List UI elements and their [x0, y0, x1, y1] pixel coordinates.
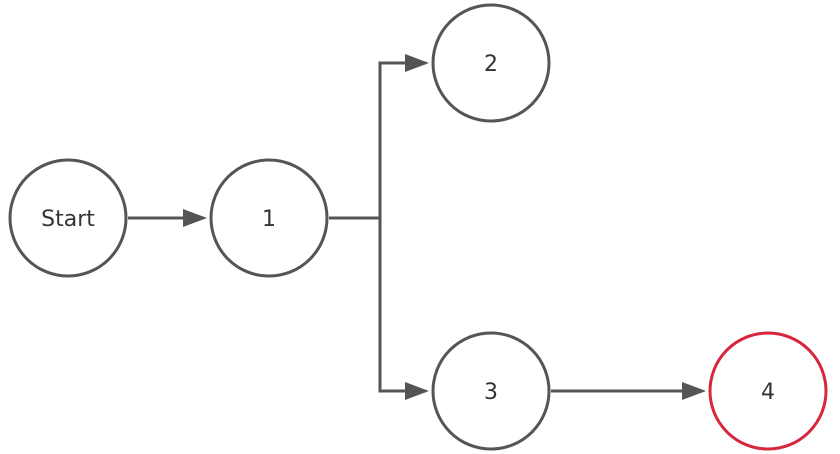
edge-1-3 [378, 218, 429, 400]
node-4-label: 4 [761, 380, 775, 405]
node-2-label: 2 [484, 52, 498, 77]
node-3[interactable]: 3 [431, 331, 551, 451]
node-1-label: 1 [262, 207, 276, 232]
node-2[interactable]: 2 [431, 3, 551, 123]
node-4-highlighted[interactable]: 4 [708, 331, 828, 451]
edge-1-2 [329, 54, 429, 220]
node-1[interactable]: 1 [209, 158, 329, 278]
node-3-label: 3 [484, 380, 498, 405]
node-start[interactable]: Start [8, 158, 128, 278]
node-start-label: Start [41, 207, 95, 232]
